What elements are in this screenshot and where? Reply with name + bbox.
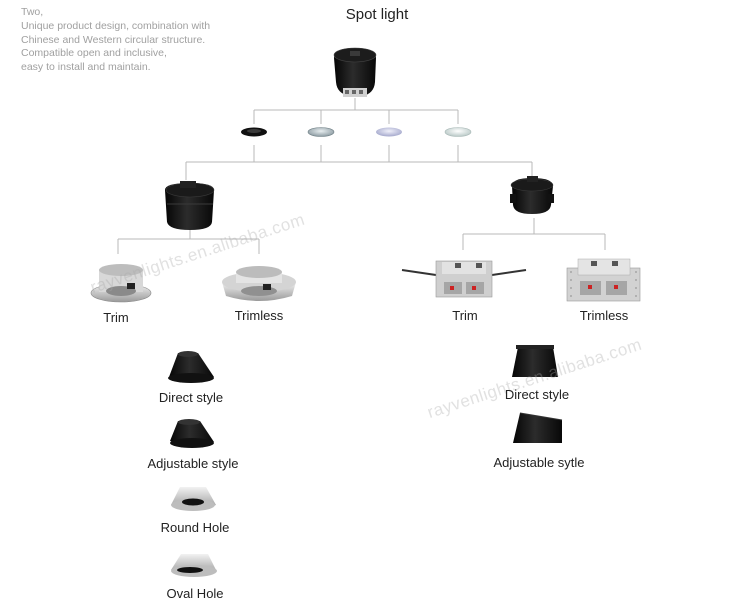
round-hole-image bbox=[171, 487, 216, 511]
square-housing-image bbox=[510, 176, 554, 214]
connector-lines bbox=[117, 98, 606, 254]
right-trim-label: Trim bbox=[452, 308, 478, 323]
oval-hole-image bbox=[171, 554, 217, 577]
right-option-direct-style: Direct style bbox=[504, 387, 570, 402]
lens-white-image bbox=[444, 127, 472, 137]
direct-style-round-image bbox=[168, 351, 214, 383]
intro-line: Compatible open and inclusive, bbox=[21, 47, 167, 60]
lens-blue-image bbox=[376, 127, 402, 137]
intro-line: Chinese and Western circular structure. bbox=[21, 33, 206, 46]
page-title: Spot light bbox=[345, 6, 409, 23]
left-option-direct-style: Direct style bbox=[158, 390, 224, 405]
adjustable-style-square-image bbox=[513, 412, 563, 443]
intro-line: Unique product design, combination with bbox=[21, 19, 211, 32]
adjustable-style-round-image bbox=[170, 419, 214, 448]
intro-text-block: Two, Unique product design, combination … bbox=[21, 6, 281, 75]
rectangular-trimless-image bbox=[566, 258, 641, 302]
left-trim-label: Trim bbox=[103, 310, 129, 325]
round-trimless-image bbox=[222, 266, 296, 301]
left-option-adjustable-style: Adjustable style bbox=[147, 456, 239, 471]
left-option-round-hole: Round Hole bbox=[160, 520, 230, 535]
spot-light-module-image bbox=[333, 47, 377, 97]
right-trimless-label: Trimless bbox=[579, 308, 629, 323]
left-trimless-label: Trimless bbox=[234, 308, 284, 323]
rectangular-trim-image bbox=[401, 260, 527, 298]
round-trim-image bbox=[90, 264, 152, 303]
right-option-adjustable-sytle: Adjustable sytle bbox=[493, 455, 585, 470]
left-option-oval-hole: Oval Hole bbox=[166, 586, 224, 601]
lens-grey-image bbox=[307, 127, 335, 137]
intro-line: easy to install and maintain. bbox=[21, 61, 151, 74]
round-housing-image bbox=[165, 181, 215, 230]
direct-style-square-image bbox=[512, 345, 558, 377]
intro-line: Two, bbox=[21, 6, 44, 18]
